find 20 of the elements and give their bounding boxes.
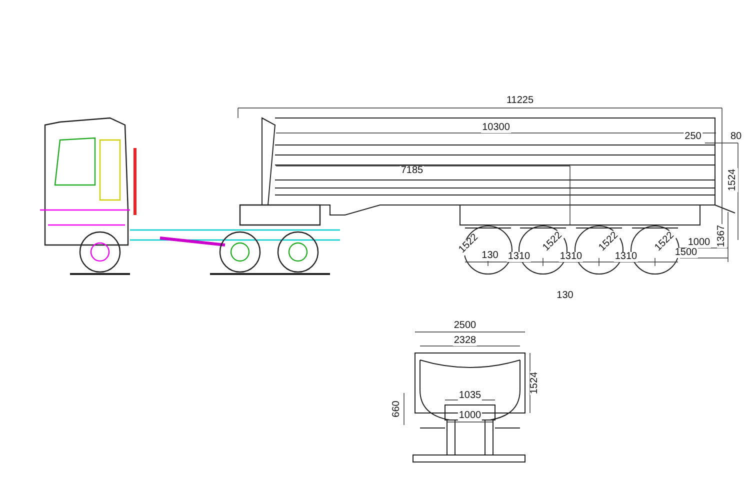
dimension-label: 130: [556, 291, 574, 301]
dimension-label: 660: [392, 400, 402, 418]
dimension-label: 1524: [728, 168, 738, 192]
dimension-label: 1000: [458, 411, 482, 421]
dimension-label: 1000: [686, 238, 712, 248]
dimension-label: 130: [480, 251, 500, 261]
dimension-label: 2500: [452, 321, 478, 331]
dimension-label: 2328: [452, 336, 478, 346]
dimension-label: 80: [729, 132, 743, 142]
dimension-label: 1367: [717, 224, 727, 248]
dimension-label: 1500: [674, 248, 698, 258]
dimension-label: 250: [684, 132, 702, 142]
dimension-label: 10300: [481, 123, 511, 133]
dimension-label: 7185: [400, 166, 424, 176]
dimension-label: 1310: [558, 252, 584, 262]
dimension-label: 1310: [614, 252, 638, 262]
dimension-label: 1524: [530, 370, 540, 396]
dimension-label: 1310: [506, 252, 532, 262]
dimension-label: 1035: [458, 391, 482, 401]
dimension-label: 11225: [505, 96, 535, 106]
